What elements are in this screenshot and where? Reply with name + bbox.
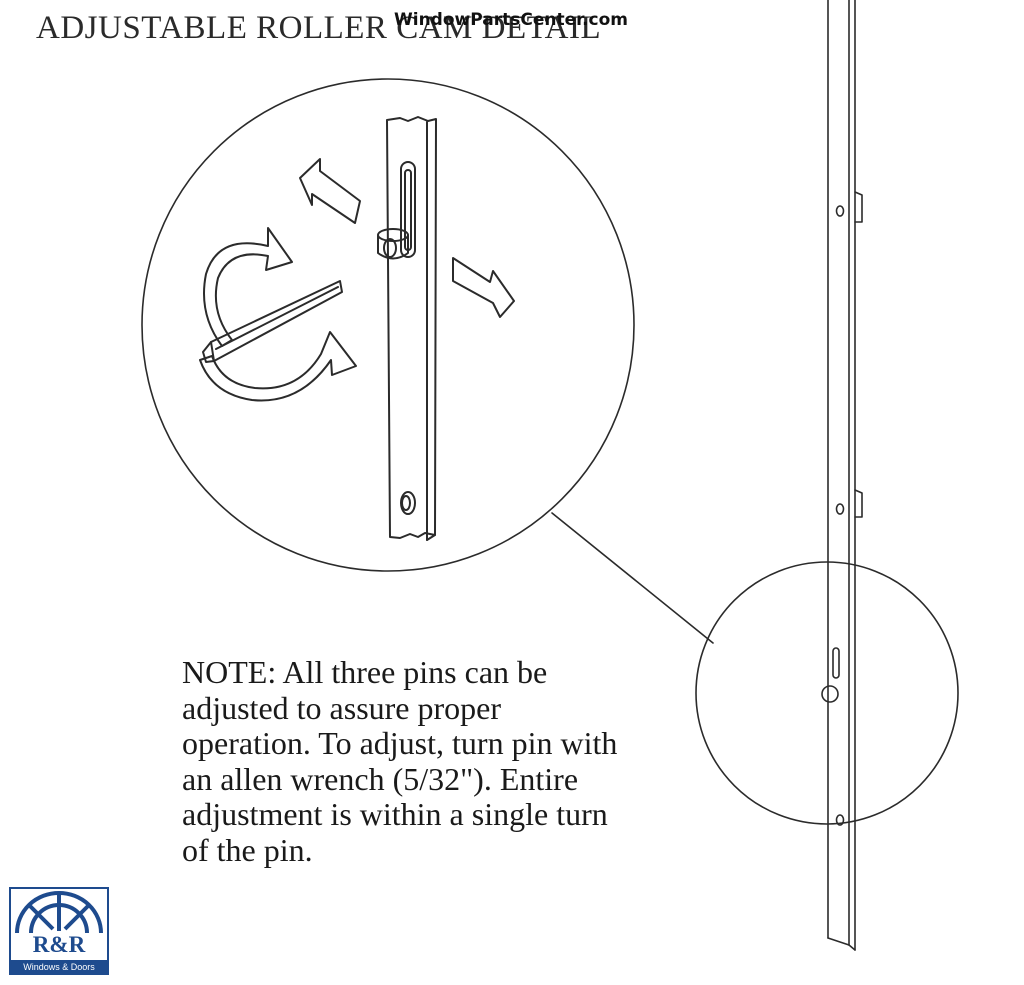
leader-line [551, 512, 714, 644]
allen-wrench [202, 280, 343, 363]
detail-circle-small [695, 561, 959, 825]
company-logo [9, 887, 109, 975]
diagram-title: ADJUSTABLE ROLLER CAM DETAIL [36, 10, 602, 46]
lock-strip [821, 0, 863, 951]
logo-name: R&R [32, 932, 86, 957]
zoomed-strip [377, 116, 437, 541]
down-right-arrow [452, 257, 515, 318]
logo-tagline: Windows & Doors [11, 960, 107, 974]
watermark-text: WindowPartsCenter.com [394, 10, 628, 30]
adjustment-note: NOTE: All three pins can be adjusted to … [182, 654, 618, 868]
rotation-arrows [199, 227, 357, 402]
up-left-arrow [299, 158, 361, 224]
detail-circle-large [141, 78, 635, 572]
